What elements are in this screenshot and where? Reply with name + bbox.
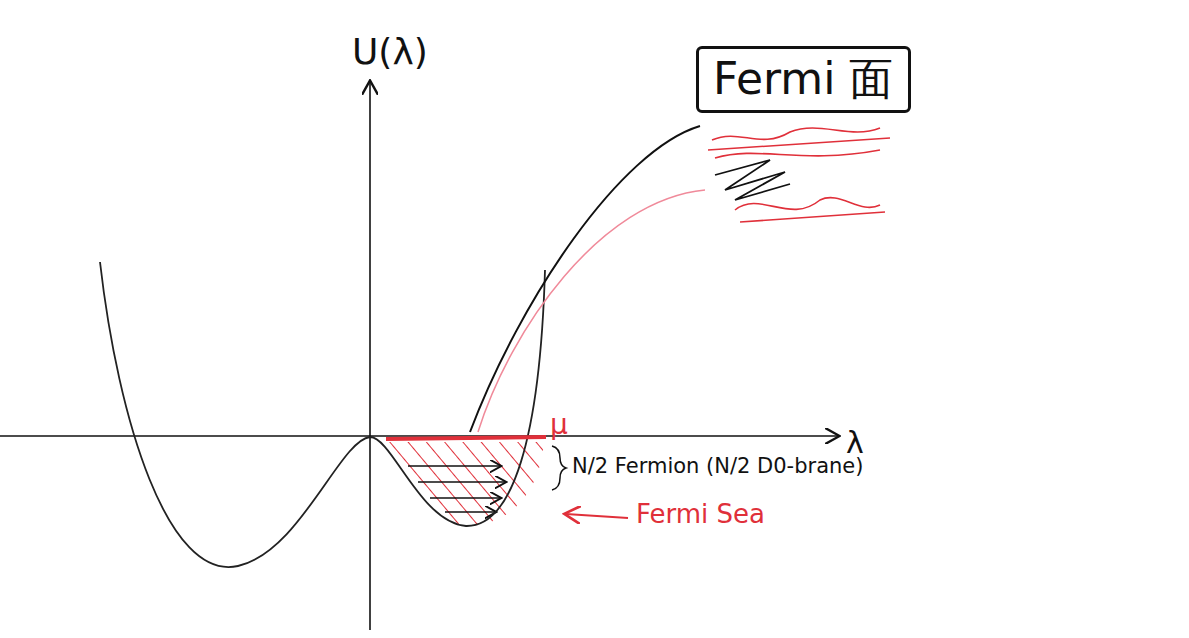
annotation: N/2 Fermion (N/2 D0-brane): [572, 455, 863, 478]
box-text: Fermi 面: [713, 55, 894, 103]
callout-box: Fermi 面: [696, 46, 911, 113]
u-axis: [369, 82, 371, 630]
axis-label: U(λ): [352, 32, 428, 72]
annotation: Fermi Sea: [636, 500, 765, 529]
fermi-level-line: [386, 437, 546, 439]
brace: [552, 446, 566, 490]
leader-line-red: [478, 190, 705, 432]
fermi-level-label: μ: [550, 410, 568, 441]
scribble-black: [715, 160, 790, 200]
level-arrows: [408, 466, 505, 512]
scribble: [708, 128, 890, 222]
leader-line: [470, 126, 700, 432]
lambda-axis: [0, 435, 838, 437]
fermi-sea-arrow: [566, 514, 628, 518]
fermi-sea-hatch: [386, 442, 544, 526]
double-well-curve: [100, 262, 545, 567]
